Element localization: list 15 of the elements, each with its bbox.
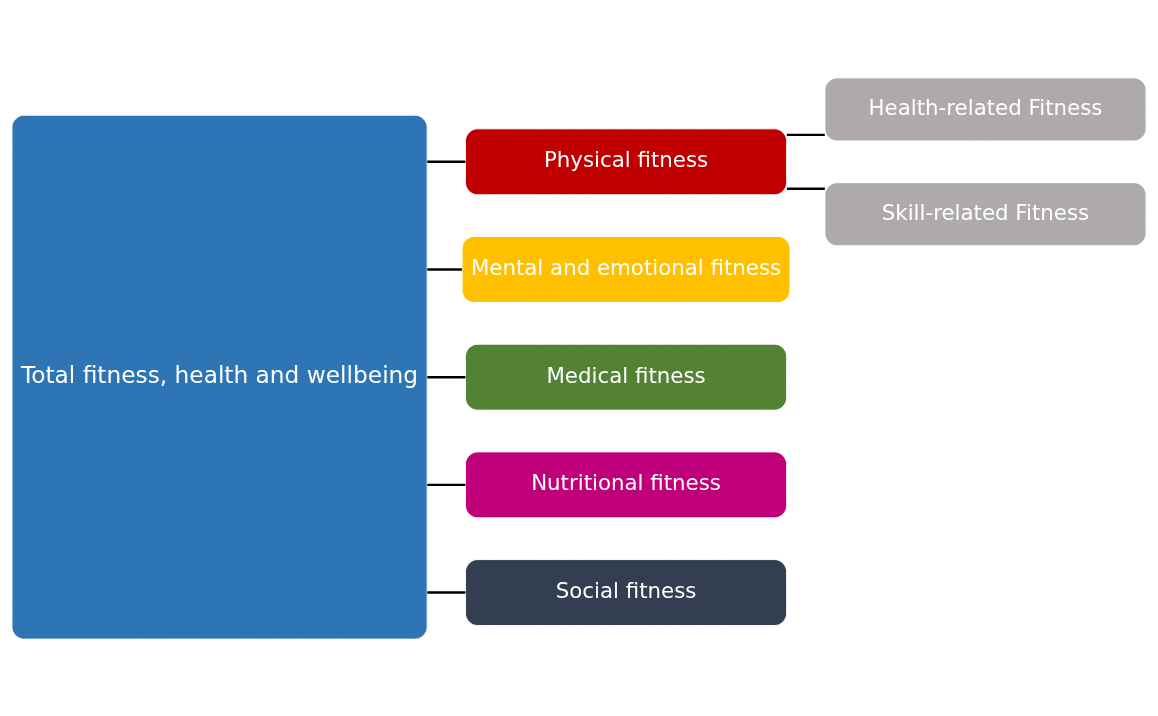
connector (427, 590, 466, 594)
connector (427, 483, 466, 486)
connector (786, 187, 825, 190)
node-box: Total fitness, health and wellbeing (11, 114, 428, 640)
node-box: Skill-related Fitness (824, 181, 1147, 246)
connector (427, 375, 466, 378)
connector (427, 267, 462, 271)
connector (786, 133, 825, 136)
node-box: Health-related Fitness (824, 76, 1147, 141)
node-box: Nutritional fitness (465, 450, 788, 518)
node-box: Mental and emotional fitness (461, 235, 791, 303)
node-box: Medical fitness (465, 343, 788, 411)
node-box: Social fitness (465, 558, 788, 626)
connector (427, 160, 466, 163)
node-box: Physical fitness (465, 127, 788, 195)
